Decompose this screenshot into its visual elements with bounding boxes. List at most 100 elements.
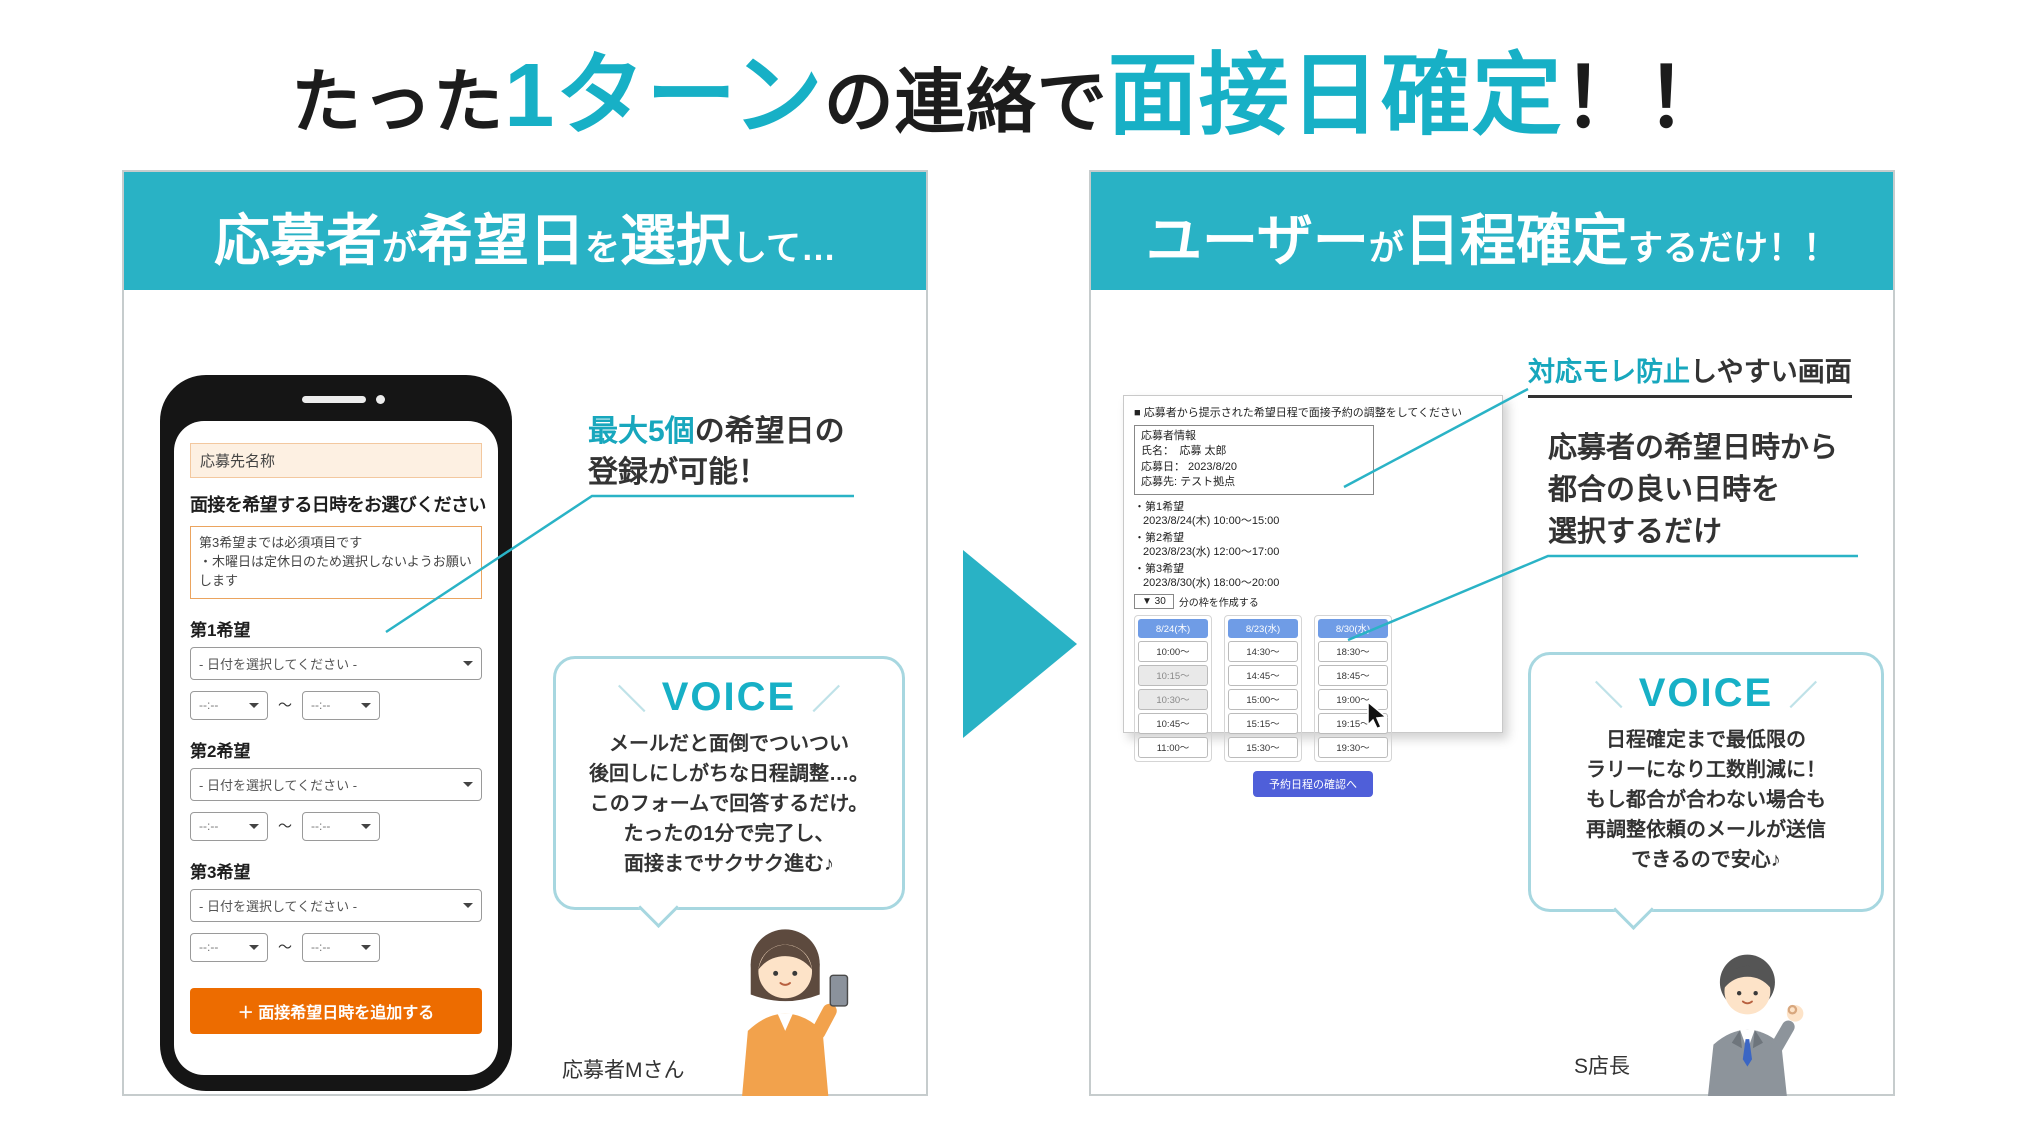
wish-item-label: ・第3希望 [1134,562,1185,575]
time-to-value: --:-- [311,819,331,834]
slot-cell[interactable]: 15:15～ [1228,712,1298,734]
annotation-text: 都合の良い日時を [1548,474,1781,507]
slot-cell[interactable]: 18:30～ [1318,640,1388,662]
header-text-segment: 日程確定 [1403,209,1628,272]
wish-item-datetime: 2023/8/24(木) 10:00～15:00 [1143,515,1280,528]
wish-section-3: 第3希望 - 日付を選択してください - --:-- ～ --:-- [190,858,482,962]
slot-column-header: 8/30(水) [1318,618,1388,638]
annotation-text: しやすい画面 [1690,357,1852,387]
applicant-app-header: 応募先名称 [190,443,482,478]
annotation-highlight: 対応モレ防止 [1528,357,1690,387]
slot-cell[interactable]: 15:00～ [1228,688,1298,710]
annotation-highlight: 最大5個 [588,415,695,448]
slot-grid: 8/24(木) 10:00～ 10:15～ 10:30～ 10:45～ 11:0… [1134,614,1492,762]
voice-bubble-manager: ＼ VOICE ／ 日程確定まで最低限の ラリーになり工数削減に！ もし都合が合… [1528,652,1884,912]
applicant-panel-header: 応募者が希望日を選択して… [124,172,926,290]
user-panel: ユーザーが日程確定するだけ！！ ■ 応募者から提示された希望日程で面接予約の調整… [1089,170,1895,1096]
phone-screen: 応募先名称 面接を希望する日時をお選びください 第3希望までは必須項目です ・木… [174,421,498,1075]
time-from-value: --:-- [199,698,219,713]
voice-text: メールだと面倒でついつい 後回しにしがちな日程調整…。 このフォームで回答するだ… [566,729,892,879]
header-text-segment: 応募者 [214,209,382,272]
scheduler-screenshot: ■ 応募者から提示された希望日程で面接予約の調整をしてください 応募者情報 氏名… [1123,395,1503,797]
slot-cell[interactable]: 10:00～ [1138,640,1208,662]
voice-line: できるので安心♪ [1631,849,1781,871]
wish-item-label: ・第2希望 [1134,531,1185,544]
wish-section-label: 第3希望 [190,862,251,882]
annotation-text: 選択するだけ [1548,516,1723,549]
title-segment: ！！ [1562,53,1729,144]
phone-mockup: 応募先名称 面接を希望する日時をお選びください 第3希望までは必須項目です ・木… [160,375,512,1091]
form-note: 第3希望までは必須項目です ・木曜日は定休日のため選択しないようお願いします [190,526,482,599]
slot-cell[interactable]: 15:30～ [1228,736,1298,758]
annotation-text: 応募者の希望日時から [1548,432,1839,464]
slot-column-header: 8/24(木) [1138,618,1208,638]
slash-decoration: ／ [1789,679,1818,711]
header-text-segment: して… [732,229,836,268]
title-segment: の連絡で [823,63,1108,141]
time-to-select[interactable]: --:-- [302,932,380,962]
wish-item-datetime: 2023/8/23(水) 12:00～17:00 [1143,546,1280,559]
date-select-value: - 日付を選択してください - [199,777,358,793]
header-text-segment: 選択 [620,209,733,272]
slot-cell[interactable]: 10:30～ [1138,688,1208,710]
annotation-text: 登録が可能！ [588,455,768,489]
time-to-select[interactable]: --:-- [302,811,380,841]
voice-line: 再調整依頼のメールが送信 [1586,819,1826,841]
date-select-value: - 日付を選択してください - [199,898,358,914]
time-from-select[interactable]: --:-- [190,932,268,962]
confirm-schedule-button[interactable]: 予約日程の確認へ [1253,770,1373,797]
voice-label: VOICE [1638,671,1774,715]
wish-item-datetime: 2023/8/30(水) 18:00～20:00 [1143,577,1280,590]
time-row: --:-- ～ --:-- [190,811,482,841]
max-dates-annotation: 最大5個の希望日の 登録が可能！ [588,412,845,493]
slot-column-2: 8/23(水) 14:30～ 14:45～ 15:00～ 15:15～ 15:3… [1224,614,1302,762]
voice-line: メールだと面倒でついつい [609,733,849,755]
scheduler-instruction: ■ 応募者から提示された希望日程で面接予約の調整をしてください [1134,407,1463,419]
voice-bubble-applicant: ＼ VOICE ／ メールだと面倒でついつい 後回しにしがちな日程調整…。 この… [553,656,905,910]
date-select[interactable]: - 日付を選択してください - [190,646,482,680]
form-note-line: 第3希望までは必須項目です [199,535,363,550]
header-text-segment: を [585,229,621,268]
time-from-value: --:-- [199,819,219,834]
time-separator: ～ [278,818,292,835]
slot-cell[interactable]: 14:45～ [1228,664,1298,686]
time-to-select[interactable]: --:-- [302,690,380,720]
phone-camera-icon [376,395,385,404]
applicant-info-title: 応募者情報 [1141,430,1196,442]
slot-cell[interactable]: 18:45～ [1318,664,1388,686]
wish-section-1: 第1希望 - 日付を選択してください - --:-- ～ --:-- [190,616,482,720]
time-separator: ～ [278,939,292,956]
wish-item-label: ・第1希望 [1134,500,1185,513]
add-datetime-button[interactable]: ＋ 面接希望日時を追加する [190,987,482,1034]
manager-character-label: S店長 [1574,1055,1631,1078]
slot-cell[interactable]: 10:45～ [1138,712,1208,734]
wish-section-2: 第2希望 - 日付を選択してください - --:-- ～ --:-- [190,737,482,841]
applicant-info-place: 応募先: テスト拠点 [1141,476,1236,489]
slot-cell[interactable]: 19:30～ [1318,736,1388,758]
slot-duration-dropdown[interactable]: ▼ 30 [1134,593,1174,609]
applicant-info-name: 氏名： 応募 太郎 [1141,445,1227,458]
wish-section-label: 第1希望 [190,620,251,640]
time-to-value: --:-- [311,698,331,713]
time-from-select[interactable]: --:-- [190,811,268,841]
select-datetime-annotation: 応募者の希望日時から 都合の良い日時を 選択するだけ [1548,427,1838,553]
arrow-right-icon [963,550,1077,738]
voice-label: VOICE [661,675,797,719]
time-from-select[interactable]: --:-- [190,690,268,720]
wish-list: ・第1希望 2023/8/24(木) 10:00～15:00 ・第2希望 202… [1134,500,1492,591]
applicant-info-date: 応募日： 2023/8/20 [1141,460,1237,473]
slot-cell[interactable]: 11:00～ [1138,736,1208,758]
date-select[interactable]: - 日付を選択してください - [190,767,482,801]
phone-speaker-icon [302,396,366,403]
time-to-value: --:-- [311,940,331,955]
voice-line: 面接までサクサク進む♪ [624,853,834,875]
date-select[interactable]: - 日付を選択してください - [190,888,482,922]
slot-column-1: 8/24(木) 10:00～ 10:15～ 10:30～ 10:45～ 11:0… [1134,614,1212,762]
voice-text: 日程確定まで最低限の ラリーになり工数削減に！ もし都合が合わない場合も 再調整… [1541,725,1871,875]
annotation-text: の希望日の [694,415,845,448]
slot-cell[interactable]: 14:30～ [1228,640,1298,662]
applicant-character-illustration [676,914,904,1096]
date-select-value: - 日付を選択してください - [199,656,358,672]
slot-cell[interactable]: 10:15～ [1138,664,1208,686]
